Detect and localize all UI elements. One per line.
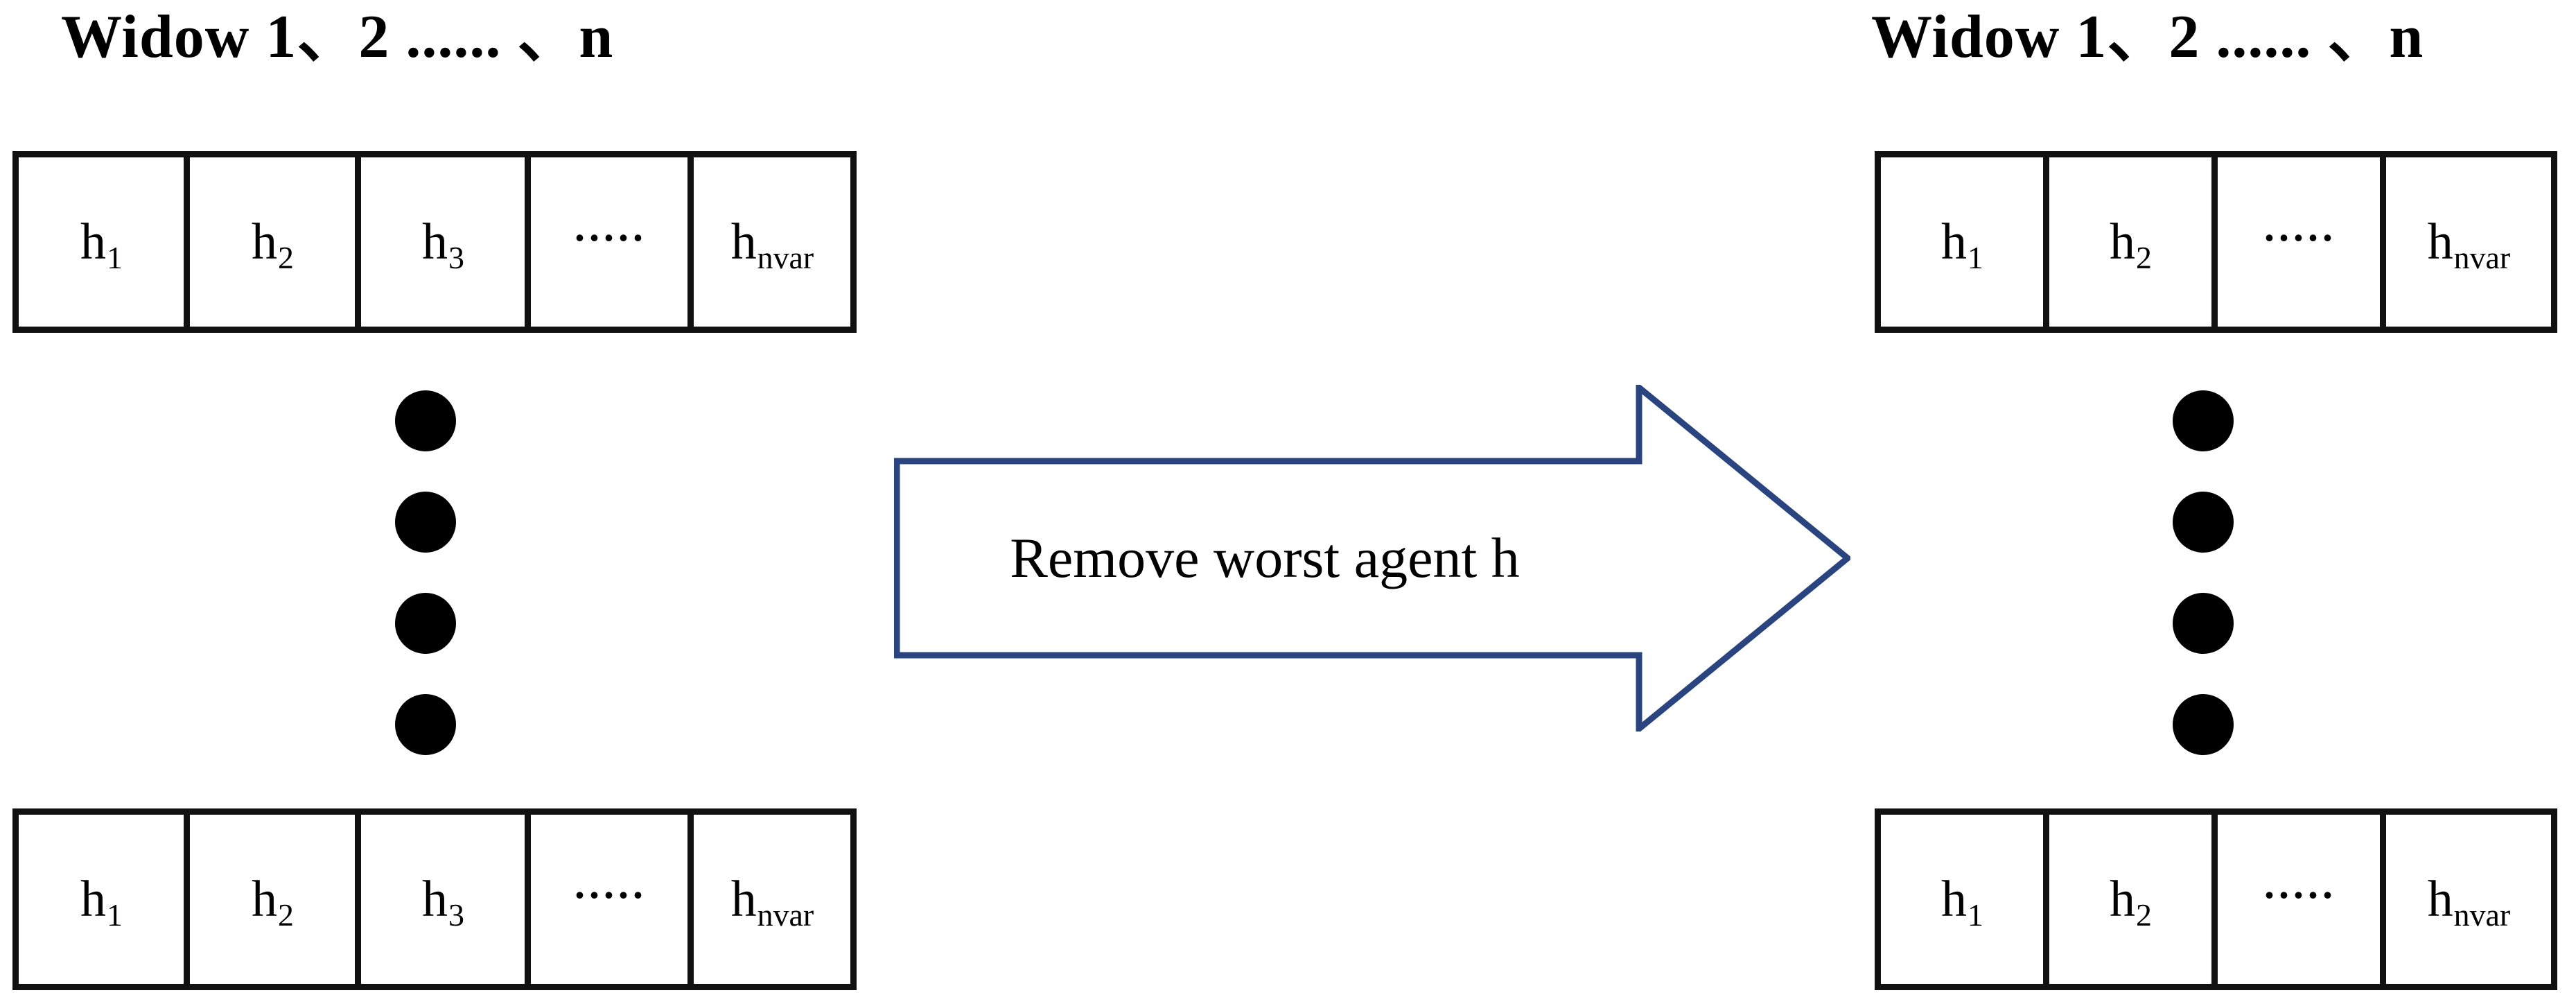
agent-cell: h1: [1881, 815, 2049, 984]
left-column-title: Widow 1、2 ...... 、n: [61, 3, 614, 71]
agent-cell: hnvar: [694, 157, 850, 327]
left-vertical-ellipsis: [395, 390, 456, 755]
right-vertical-ellipsis: [2173, 390, 2234, 755]
agent-cell: hnvar: [2386, 157, 2551, 327]
horizontal-ellipsis-icon: ·····: [2262, 215, 2336, 261]
ellipsis-dot-icon: [2173, 390, 2234, 451]
agent-cell: h3: [361, 815, 531, 984]
arrow-label: Remove worst agent h: [1010, 526, 1520, 589]
agent-cell-label: h2: [2110, 871, 2152, 933]
agent-cell-label: h3: [422, 871, 464, 933]
agent-cell-label: h1: [1941, 214, 1983, 275]
agent-cell-label: h3: [422, 214, 464, 275]
right-column-title: Widow 1、2 ...... 、n: [1871, 3, 2424, 71]
ellipsis-dot-icon: [2173, 492, 2234, 553]
ellipsis-dot-icon: [395, 390, 456, 451]
agent-cell: hnvar: [2386, 815, 2551, 984]
agent-cell-label: hnvar: [2427, 214, 2511, 275]
agent-cell: h1: [1881, 157, 2049, 327]
right-agent-row-top: h1 h2 ····· hnvar: [1875, 151, 2557, 333]
horizontal-ellipsis-icon: ·····: [2262, 872, 2336, 918]
agent-cell: h2: [2049, 157, 2218, 327]
ellipsis-dot-icon: [2173, 694, 2234, 755]
agent-cell-ellipsis: ·····: [2218, 157, 2386, 327]
arrow-shape: [894, 385, 1850, 732]
agent-cell-label: hnvar: [2427, 871, 2511, 933]
agent-cell-label: h2: [252, 214, 294, 275]
arrow-right-icon: [894, 385, 1850, 732]
right-agent-row-bottom: h1 h2 ····· hnvar: [1875, 808, 2557, 990]
agent-cell-label: h1: [80, 871, 123, 933]
agent-cell-label: h1: [80, 214, 123, 275]
ellipsis-dot-icon: [395, 492, 456, 553]
agent-cell-label: hnvar: [730, 214, 814, 275]
agent-cell: h1: [19, 815, 190, 984]
agent-cell-label: h2: [2110, 214, 2152, 275]
agent-cell: hnvar: [694, 815, 850, 984]
transform-arrow: Remove worst agent h: [894, 385, 1850, 732]
agent-cell-ellipsis: ·····: [531, 815, 694, 984]
left-agent-row-bottom: h1 h2 h3 ····· hnvar: [12, 808, 857, 990]
agent-cell-label: hnvar: [730, 871, 814, 933]
agent-cell-ellipsis: ·····: [531, 157, 694, 327]
left-agent-row-top: h1 h2 h3 ····· hnvar: [12, 151, 857, 333]
agent-cell: h2: [2049, 815, 2218, 984]
ellipsis-dot-icon: [395, 593, 456, 654]
agent-cell-ellipsis: ·····: [2218, 815, 2386, 984]
agent-cell: h2: [190, 815, 361, 984]
horizontal-ellipsis-icon: ·····: [572, 215, 646, 261]
agent-cell: h1: [19, 157, 190, 327]
agent-cell: h2: [190, 157, 361, 327]
agent-cell-label: h2: [252, 871, 294, 933]
horizontal-ellipsis-icon: ·····: [572, 872, 646, 918]
agent-cell-label: h1: [1941, 871, 1983, 933]
ellipsis-dot-icon: [2173, 593, 2234, 654]
agent-cell: h3: [361, 157, 531, 327]
ellipsis-dot-icon: [395, 694, 456, 755]
